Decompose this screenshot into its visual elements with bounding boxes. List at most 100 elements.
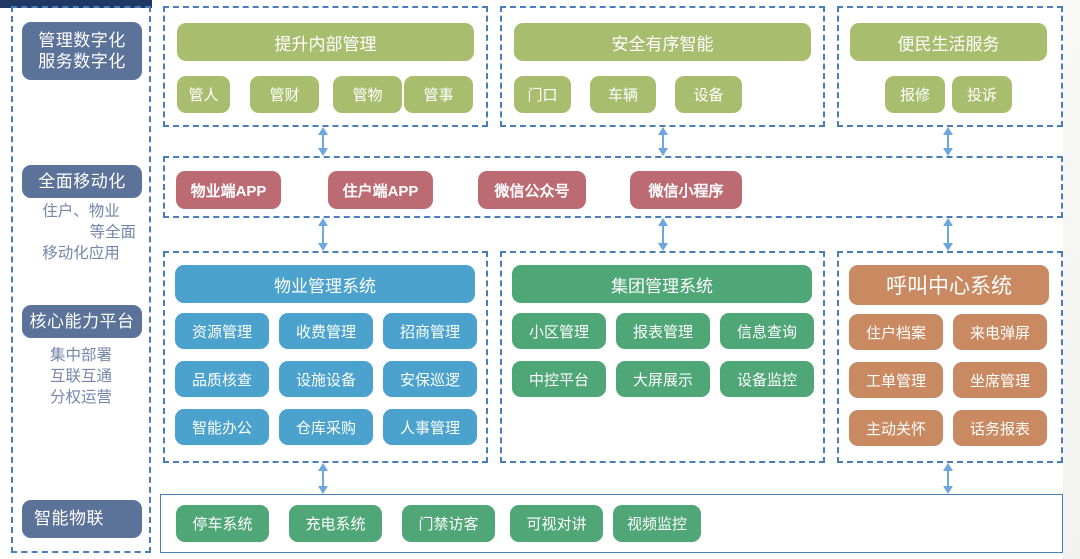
chip-hr-management[interactable]: 人事管理 xyxy=(383,409,477,445)
group-security-intelligence xyxy=(500,6,825,127)
chip-vehicle[interactable]: 车辆 xyxy=(590,76,656,113)
chip-quality-check[interactable]: 品质核查 xyxy=(175,361,269,397)
chip-facility-equipment[interactable]: 设施设备 xyxy=(279,361,373,397)
chip-video-intercom-label: 可视对讲 xyxy=(526,516,587,533)
chip-wechat-official-label: 微信公众号 xyxy=(494,182,570,200)
chip-parking-system-label: 停车系统 xyxy=(192,516,253,533)
top-accent-bar xyxy=(0,0,152,8)
chip-wechat-miniprogram[interactable]: 微信小程序 xyxy=(630,171,742,209)
chip-seat-management-label: 坐席管理 xyxy=(969,372,1030,390)
chip-investment-management[interactable]: 招商管理 xyxy=(383,313,477,349)
arrow-digital-to-mobile-1 xyxy=(316,127,330,156)
header-life-services[interactable]: 便民生活服务 xyxy=(850,23,1047,61)
chip-manage-people-label: 管人 xyxy=(188,87,219,104)
chip-manage-assets[interactable]: 管物 xyxy=(333,76,402,113)
sidebar-subtext-mobile: 住户、物业 等全面 移动化应用 xyxy=(12,202,150,265)
arrow-mobile-to-core-1 xyxy=(316,218,330,251)
header-security-intelligence-label: 安全有序智能 xyxy=(611,34,714,54)
sidebar-label-core: 核心能力平台 xyxy=(29,311,135,331)
header-internal-management[interactable]: 提升内部管理 xyxy=(177,23,474,61)
chip-incoming-call-popup[interactable]: 来电弹屏 xyxy=(953,314,1047,350)
chip-information-query[interactable]: 信息查询 xyxy=(720,313,814,349)
sidebar-item-mobile[interactable]: 全面移动化 xyxy=(22,165,142,198)
chip-security-patrol-label: 安保巡逻 xyxy=(399,371,460,389)
chip-access-visitor[interactable]: 门禁访客 xyxy=(402,505,495,542)
chip-security-patrol[interactable]: 安保巡逻 xyxy=(383,361,477,397)
chip-warehouse-purchase[interactable]: 仓库采购 xyxy=(279,409,373,445)
chip-resident-archive-label: 住户档案 xyxy=(865,324,926,342)
chip-manage-affairs-label: 管事 xyxy=(423,87,454,104)
header-property-management-system[interactable]: 物业管理系统 xyxy=(175,265,475,303)
chip-quality-check-label: 品质核查 xyxy=(191,371,252,389)
chip-investment-management-label: 招商管理 xyxy=(399,323,460,341)
chip-report-management-label: 报表管理 xyxy=(632,323,693,341)
chip-video-surveillance[interactable]: 视频监控 xyxy=(613,505,701,542)
chip-community-management-label: 小区管理 xyxy=(528,323,589,341)
chip-manage-finance[interactable]: 管财 xyxy=(250,76,319,113)
sidebar-subtext-core-3: 分权运营 xyxy=(49,388,112,406)
chip-smart-office-label: 智能办公 xyxy=(191,419,252,437)
chip-charging-system-label: 充电系统 xyxy=(305,516,366,533)
group-life-services xyxy=(837,6,1063,127)
chip-equipment[interactable]: 设备 xyxy=(675,76,742,113)
chip-work-order-management[interactable]: 工单管理 xyxy=(849,362,943,398)
chip-device-monitoring-label: 设备监控 xyxy=(736,371,797,389)
chip-hr-management-label: 人事管理 xyxy=(399,419,460,437)
header-call-center-system[interactable]: 呼叫中心系统 xyxy=(849,265,1049,305)
chip-property-app[interactable]: 物业端APP xyxy=(176,171,281,209)
chip-manage-assets-label: 管物 xyxy=(352,87,383,104)
chip-fee-management[interactable]: 收费管理 xyxy=(279,313,373,349)
arrow-core-to-iot-2 xyxy=(941,463,955,494)
chip-wechat-miniprogram-label: 微信小程序 xyxy=(648,182,724,200)
sidebar-subtext-mobile-3: 移动化应用 xyxy=(42,244,120,262)
chip-call-report[interactable]: 话务报表 xyxy=(953,410,1047,446)
arrow-core-to-iot-1 xyxy=(316,463,330,494)
chip-information-query-label: 信息查询 xyxy=(736,323,797,341)
chip-large-screen-display[interactable]: 大屏展示 xyxy=(616,361,710,397)
sidebar-label-digital-line1: 管理数字化 xyxy=(38,30,126,50)
sidebar-item-iot[interactable]: 智能物联 xyxy=(22,500,142,538)
chip-equipment-label: 设备 xyxy=(693,87,724,104)
chip-central-control-platform[interactable]: 中控平台 xyxy=(512,361,606,397)
group-call-center-system xyxy=(837,251,1063,463)
header-security-intelligence[interactable]: 安全有序智能 xyxy=(514,23,811,61)
chip-manage-people[interactable]: 管人 xyxy=(177,76,230,113)
group-mobile-layer xyxy=(163,156,1063,218)
chip-gate[interactable]: 门口 xyxy=(514,76,571,113)
chip-repair-request[interactable]: 报修 xyxy=(885,76,945,113)
chip-charging-system[interactable]: 充电系统 xyxy=(289,505,382,542)
chip-resident-app[interactable]: 住户端APP xyxy=(328,171,433,209)
header-internal-management-label: 提升内部管理 xyxy=(274,34,377,54)
chip-parking-system[interactable]: 停车系统 xyxy=(176,505,269,542)
chip-video-intercom[interactable]: 可视对讲 xyxy=(510,505,603,542)
sidebar-item-digital[interactable]: 管理数字化 服务数字化 xyxy=(22,22,142,80)
header-property-management-system-label: 物业管理系统 xyxy=(274,276,376,296)
chip-seat-management[interactable]: 坐席管理 xyxy=(953,362,1047,398)
chip-facility-equipment-label: 设施设备 xyxy=(295,371,356,389)
chip-resource-management[interactable]: 资源管理 xyxy=(175,313,269,349)
chip-gate-label: 门口 xyxy=(527,87,558,104)
chip-smart-office[interactable]: 智能办公 xyxy=(175,409,269,445)
chip-community-management[interactable]: 小区管理 xyxy=(512,313,606,349)
chip-warehouse-purchase-label: 仓库采购 xyxy=(295,419,356,437)
chip-manage-affairs[interactable]: 管事 xyxy=(404,76,473,113)
chip-device-monitoring[interactable]: 设备监控 xyxy=(720,361,814,397)
header-group-management-system[interactable]: 集团管理系统 xyxy=(512,265,812,303)
chip-access-visitor-label: 门禁访客 xyxy=(418,516,479,533)
chip-wechat-official[interactable]: 微信公众号 xyxy=(478,171,586,209)
sidebar-column xyxy=(11,6,151,553)
sidebar-subtext-core-2: 互联互通 xyxy=(49,367,112,385)
sidebar-subtext-mobile-2: 等全面 xyxy=(89,223,136,241)
chip-report-management[interactable]: 报表管理 xyxy=(616,313,710,349)
chip-complaint[interactable]: 投诉 xyxy=(952,76,1012,113)
chip-proactive-care[interactable]: 主动关怀 xyxy=(849,410,943,446)
sidebar-subtext-core-1: 集中部署 xyxy=(49,347,112,364)
header-life-services-label: 便民生活服务 xyxy=(897,34,1000,54)
arrow-digital-to-mobile-2 xyxy=(656,127,670,156)
chip-resident-archive[interactable]: 住户档案 xyxy=(849,314,943,350)
chip-fee-management-label: 收费管理 xyxy=(295,323,356,341)
chip-incoming-call-popup-label: 来电弹屏 xyxy=(969,324,1030,342)
sidebar-label-mobile: 全面移动化 xyxy=(38,171,126,191)
sidebar-item-core[interactable]: 核心能力平台 xyxy=(22,305,142,338)
